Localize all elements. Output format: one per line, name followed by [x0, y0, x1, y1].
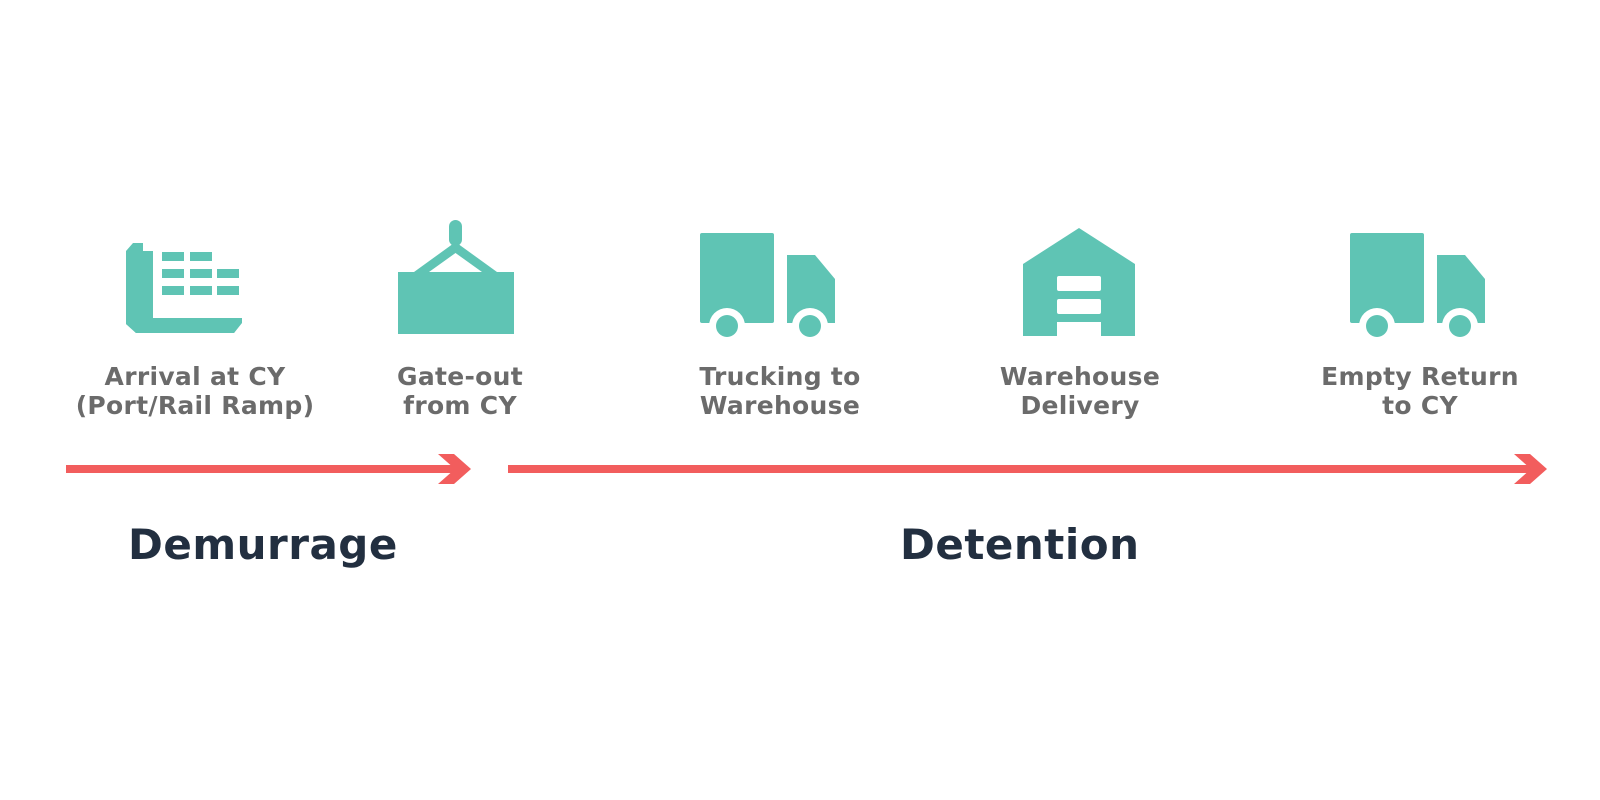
cargo-ship-icon [126, 243, 242, 333]
step-label-line1: Trucking to [699, 362, 861, 391]
container-lift-icon [398, 220, 514, 334]
warehouse-icon [1023, 228, 1135, 336]
step-label-line2: (Port/Rail Ramp) [75, 391, 315, 420]
step-label-line2: from CY [403, 391, 517, 420]
demurrage-arrow [66, 453, 472, 490]
step-label-trucking: Trucking to Warehouse [630, 362, 930, 420]
step-label-line2: Delivery [1020, 391, 1140, 420]
step-label-empty-return: Empty Return to CY [1270, 362, 1570, 420]
detention-arrow [508, 453, 1548, 490]
truck-icon [1350, 233, 1490, 337]
truck-icon [700, 233, 840, 337]
step-label-warehouse-delivery: Warehouse Delivery [930, 362, 1230, 420]
phase-label-demurrage: Demurrage [128, 520, 398, 569]
step-label-line1: Arrival at CY [104, 362, 286, 391]
step-label-line1: Warehouse [999, 362, 1161, 391]
phase-label-detention: Detention [900, 520, 1140, 569]
step-label-line1: Empty Return [1321, 362, 1519, 391]
step-label-line1: Gate-out [397, 362, 523, 391]
step-label-gate-out: Gate-out from CY [310, 362, 610, 420]
step-label-arrival: Arrival at CY (Port/Rail Ramp) [45, 362, 345, 420]
step-label-line2: Warehouse [699, 391, 861, 420]
step-label-line2: to CY [1382, 391, 1458, 420]
